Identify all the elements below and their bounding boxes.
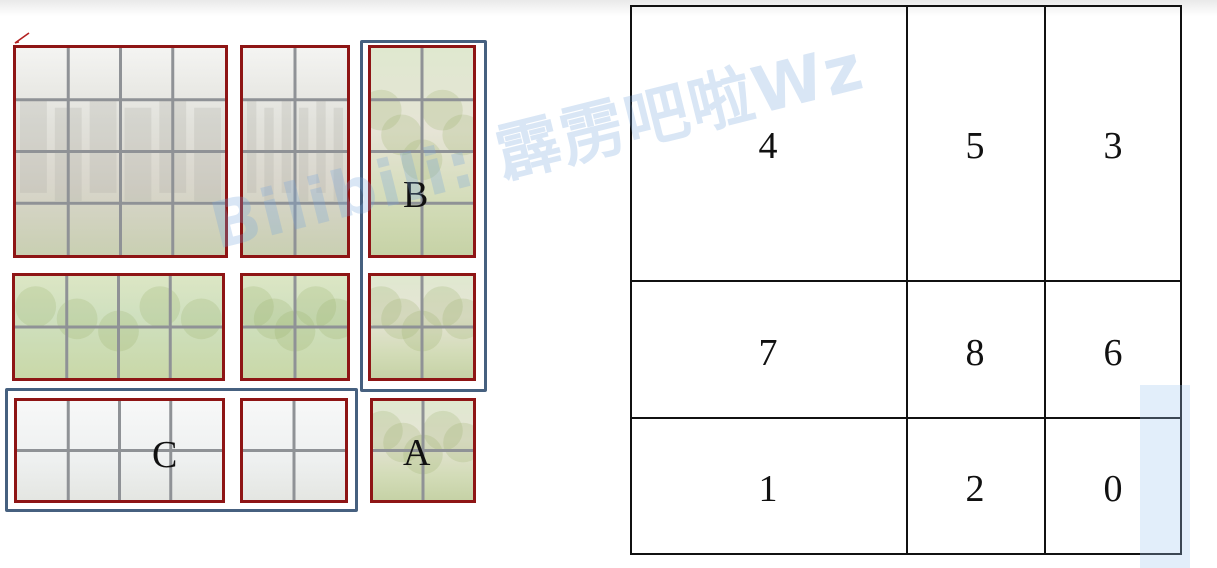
- grid-hline: [632, 417, 1180, 419]
- window-mullions: [17, 401, 222, 500]
- window-mullions: [15, 276, 222, 378]
- grid-cell-0-2: 3: [1103, 125, 1123, 167]
- window-7: [14, 398, 225, 503]
- window-mullions: [243, 48, 347, 255]
- grid-cell-2-2: 0: [1103, 468, 1123, 510]
- window-8: [240, 398, 348, 503]
- window-mullions: [16, 48, 225, 255]
- index-grid-table: 4 5 3 7 8 6 1 2 0: [630, 5, 1182, 555]
- window-4: [12, 273, 225, 381]
- grid-cell-2-0: 1: [758, 468, 778, 510]
- window-5: [240, 273, 350, 381]
- window-2: [240, 45, 350, 258]
- window-6: [368, 273, 476, 381]
- window-mullions: [243, 276, 347, 378]
- pen-cursor-icon: [14, 32, 30, 44]
- decorative-stripe: [1140, 385, 1190, 568]
- window-mullions: [373, 401, 473, 500]
- grid-cell-0-0: 4: [758, 125, 778, 167]
- window-mullions: [371, 276, 473, 378]
- window-mullions: [243, 401, 345, 500]
- grid-cell-2-1: 2: [965, 468, 985, 510]
- label-b: B: [403, 174, 429, 216]
- top-shadow: [0, 0, 1217, 16]
- window-1: [13, 45, 228, 258]
- group-b-outline: [360, 40, 487, 392]
- grid-hline: [632, 280, 1180, 282]
- grid-cell-1-0: 7: [758, 332, 778, 374]
- window-mullions: [371, 48, 473, 255]
- label-a: A: [403, 432, 431, 474]
- grid-cell-1-2: 6: [1103, 332, 1123, 374]
- grid-cell-0-1: 5: [965, 125, 985, 167]
- grid-cell-1-1: 8: [965, 332, 985, 374]
- label-c: C: [152, 434, 178, 476]
- window-9: [370, 398, 476, 503]
- window-3: [368, 45, 476, 258]
- group-c-outline: [5, 388, 358, 512]
